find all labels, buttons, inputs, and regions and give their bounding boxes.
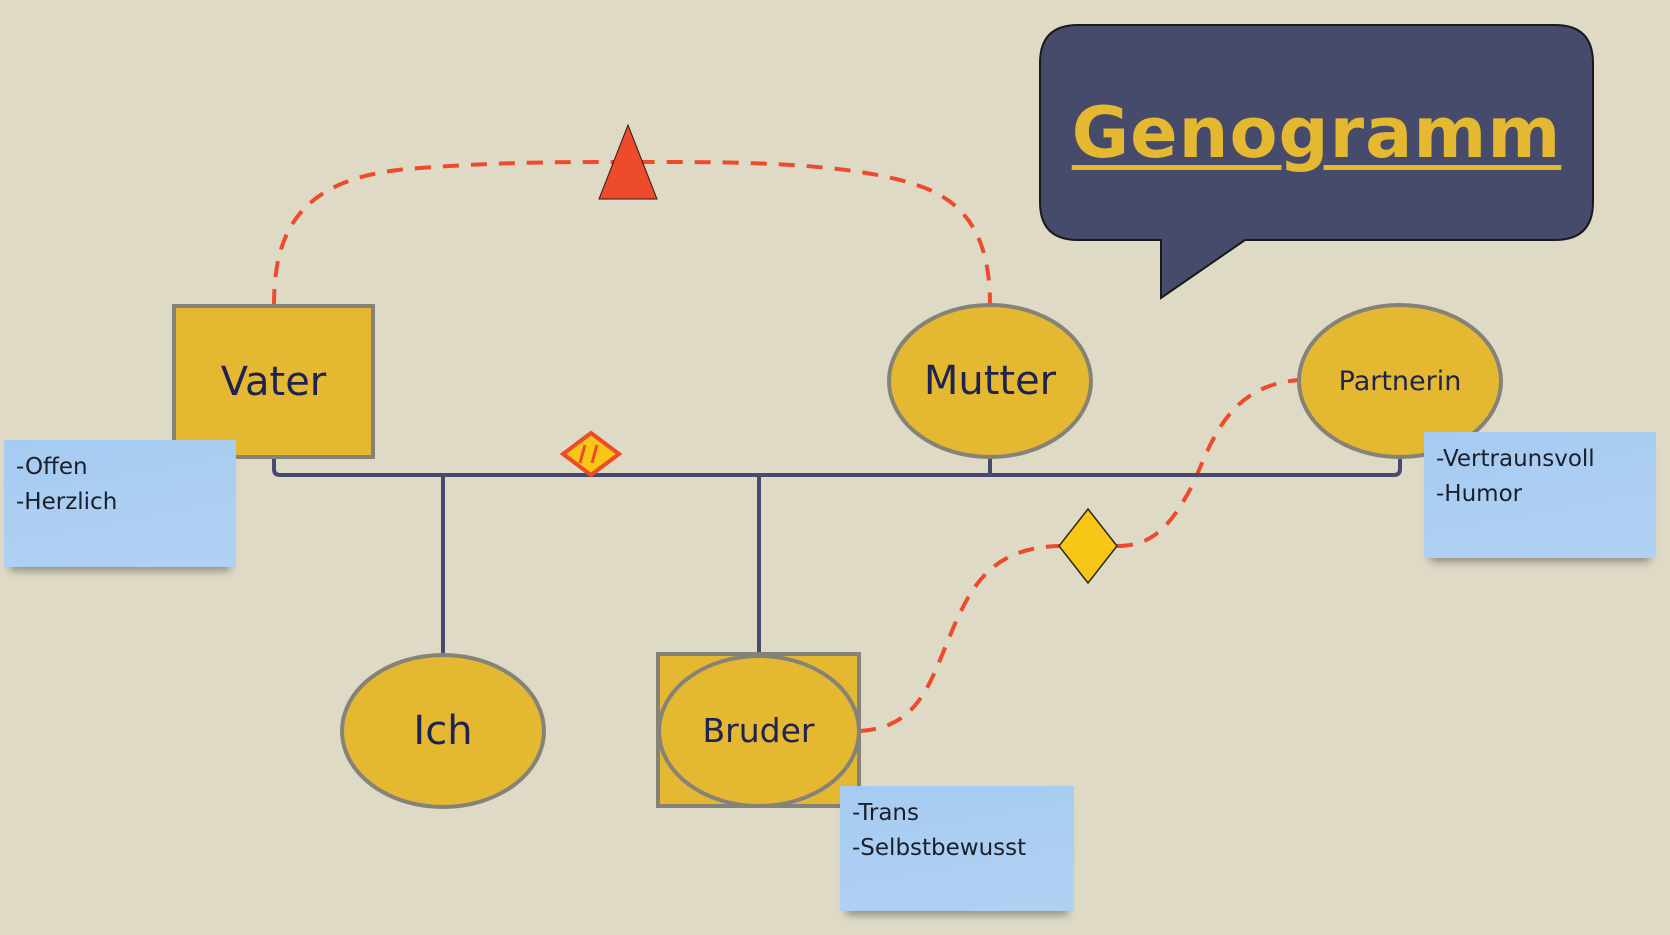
note-line: -Selbstbewusst [852,835,1027,861]
note-line: -Trans [852,800,919,826]
sticky-note-vater[interactable]: -Offen -Herzlich [4,440,236,567]
relation-line-vater-mutter[interactable] [272,159,992,306]
node-partnerin[interactable] [1297,303,1503,459]
note-line: -Humor [1436,481,1523,507]
note-line: -Vertraunsvoll [1436,446,1595,472]
node-vater[interactable] [172,304,375,459]
note-line: -Herzlich [16,489,118,515]
node-mutter[interactable] [887,303,1093,459]
node-bruder[interactable] [656,652,861,808]
separation-marker-icon [559,430,623,478]
page-title: Genogramm [1071,92,1562,174]
relation-line-bruder-partnerin[interactable] [859,378,1300,733]
title-speech-bubble[interactable] [1039,24,1594,300]
note-line: -Offen [16,454,88,480]
relation-diamond-icon [1058,507,1118,585]
sticky-note-bruder[interactable]: -Trans -Selbstbewusst [840,786,1074,911]
family-lines [272,457,1402,655]
node-ich[interactable] [340,653,546,809]
sticky-note-partnerin[interactable]: -Vertraunsvoll -Humor [1424,432,1656,558]
conflict-triangle-icon [598,123,658,200]
